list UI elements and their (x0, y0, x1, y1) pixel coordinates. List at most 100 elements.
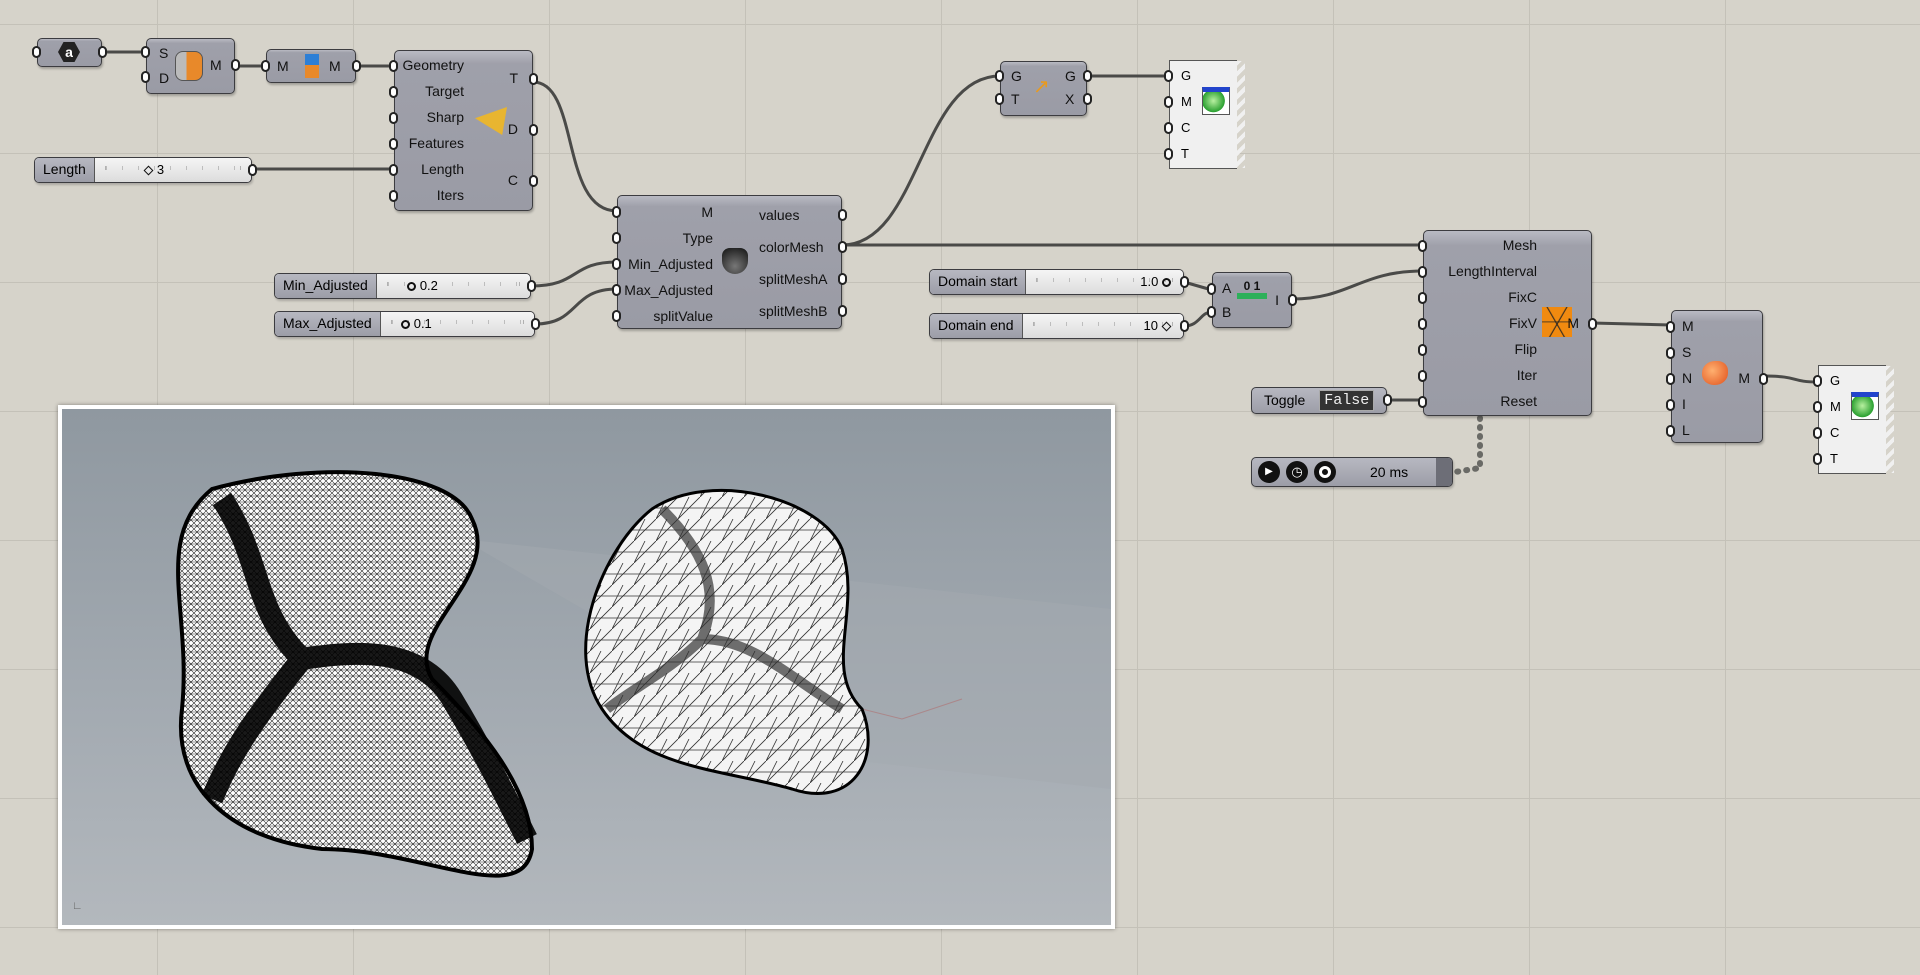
remesh-node[interactable]: Geometry Target Sharp Features Length It… (389, 50, 538, 211)
input-label: Sharp (426, 109, 464, 125)
min-adjusted-slider[interactable]: Min_Adjusted 0.2 (274, 273, 536, 299)
input-grip[interactable] (1813, 375, 1822, 387)
output-grip[interactable] (531, 318, 540, 330)
output-grip[interactable] (838, 305, 847, 317)
input-grip[interactable] (141, 71, 150, 83)
mesh-settings-node[interactable]: M S N I L M (1666, 310, 1768, 443)
length-slider[interactable]: Length 3 (34, 157, 257, 183)
geometry-param-node[interactable]: a (32, 38, 107, 67)
input-grip[interactable] (389, 60, 398, 72)
transform-node[interactable]: G T ↗ G X (995, 61, 1092, 116)
output-grip[interactable] (1383, 394, 1392, 406)
output-grip[interactable] (838, 209, 847, 221)
output-grip[interactable] (1759, 373, 1768, 385)
construct-domain-node[interactable]: A B 0 1 I (1207, 272, 1297, 328)
input-grip[interactable] (612, 258, 621, 270)
output-grip[interactable] (838, 273, 847, 285)
slider-track[interactable]: 0.1 (380, 312, 534, 336)
input-grip[interactable] (261, 60, 270, 72)
input-grip[interactable] (1164, 122, 1173, 134)
output-label: M (1567, 315, 1579, 331)
input-label: G (1830, 373, 1841, 388)
output-grip[interactable] (231, 59, 240, 71)
output-label: I (1275, 292, 1279, 308)
input-grip[interactable] (1666, 399, 1675, 411)
input-grip[interactable] (1164, 96, 1173, 108)
input-grip[interactable] (1666, 347, 1675, 359)
input-grip[interactable] (1666, 373, 1675, 385)
input-grip[interactable] (995, 93, 1004, 105)
input-grip[interactable] (1813, 401, 1822, 413)
input-grip[interactable] (1418, 292, 1427, 304)
output-grip[interactable] (529, 124, 538, 136)
input-grip[interactable] (1418, 266, 1427, 278)
input-grip[interactable] (389, 86, 398, 98)
output-label: C (507, 172, 518, 188)
input-grip[interactable] (1418, 370, 1427, 382)
slider-track[interactable]: 3 (94, 158, 251, 182)
output-grip[interactable] (838, 241, 847, 253)
timer-handle[interactable] (1436, 458, 1452, 486)
input-grip[interactable] (1164, 148, 1173, 160)
curvature-analysis-node[interactable]: M Type Min_Adjusted Max_Adjusted splitVa… (612, 195, 847, 329)
toggle-value[interactable]: False (1319, 390, 1375, 411)
output-label: splitMeshB (759, 303, 828, 319)
input-grip[interactable] (1418, 396, 1427, 408)
input-grip[interactable] (389, 112, 398, 124)
slider-name: Max_Adjusted (275, 312, 381, 336)
output-grip[interactable] (98, 46, 107, 58)
input-grip[interactable] (1813, 427, 1822, 439)
output-grip[interactable] (1083, 70, 1092, 82)
play-icon[interactable]: ▶ (1258, 461, 1280, 483)
stop-icon[interactable] (1314, 461, 1336, 483)
custom-preview-node-1[interactable]: G M C T (1164, 60, 1245, 169)
input-grip[interactable] (612, 310, 621, 322)
slider-track[interactable]: 1.0 (1026, 270, 1183, 294)
output-grip[interactable] (1180, 276, 1189, 288)
input-grip[interactable] (389, 164, 398, 176)
output-grip[interactable] (1180, 320, 1189, 332)
input-grip[interactable] (1418, 318, 1427, 330)
slider-track[interactable]: 0.2 (376, 274, 530, 298)
slider-track[interactable]: 10 (1022, 314, 1183, 338)
mesh-component-node[interactable]: S D M (141, 38, 240, 94)
input-grip[interactable] (389, 190, 398, 202)
custom-preview-node-2[interactable]: G M C T (1813, 365, 1894, 474)
input-grip[interactable] (1813, 453, 1822, 465)
input-grip[interactable] (1666, 425, 1675, 437)
input-grip[interactable] (1207, 306, 1216, 318)
input-grip[interactable] (1666, 321, 1675, 333)
input-grip[interactable] (612, 206, 621, 218)
input-grip[interactable] (1418, 344, 1427, 356)
timer-component[interactable]: ▶ ◷ 20 ms (1251, 457, 1453, 487)
input-grip[interactable] (1418, 240, 1427, 252)
input-grip[interactable] (612, 232, 621, 244)
clock-icon[interactable]: ◷ (1286, 461, 1308, 483)
input-label: G (1011, 68, 1022, 84)
output-grip[interactable] (352, 60, 361, 72)
input-grip[interactable] (141, 46, 150, 58)
boolean-toggle[interactable]: Toggle False (1251, 387, 1392, 414)
output-grip[interactable] (527, 280, 536, 292)
remesh-solver-node[interactable]: Mesh LengthInterval FixC FixV Flip Iter … (1418, 230, 1597, 416)
output-grip[interactable] (1588, 318, 1597, 330)
domain-start-slider[interactable]: Domain start 1.0 (929, 269, 1189, 295)
output-label: M (210, 57, 222, 73)
output-grip[interactable] (248, 164, 257, 176)
clean-mesh-node[interactable]: M M (261, 49, 361, 83)
input-grip[interactable] (1207, 283, 1216, 295)
input-grip[interactable] (32, 46, 41, 58)
input-label: T (1011, 91, 1020, 107)
input-label: LengthInterval (1448, 263, 1537, 279)
output-grip[interactable] (529, 175, 538, 187)
input-grip[interactable] (995, 70, 1004, 82)
max-adjusted-slider[interactable]: Max_Adjusted 0.1 (274, 311, 540, 337)
slider-name: Length (35, 158, 95, 182)
output-grip[interactable] (529, 73, 538, 85)
output-grip[interactable] (1083, 93, 1092, 105)
input-grip[interactable] (1164, 70, 1173, 82)
output-grip[interactable] (1288, 294, 1297, 306)
domain-end-slider[interactable]: Domain end 10 (929, 313, 1189, 339)
input-grip[interactable] (612, 284, 621, 296)
input-grip[interactable] (389, 138, 398, 150)
